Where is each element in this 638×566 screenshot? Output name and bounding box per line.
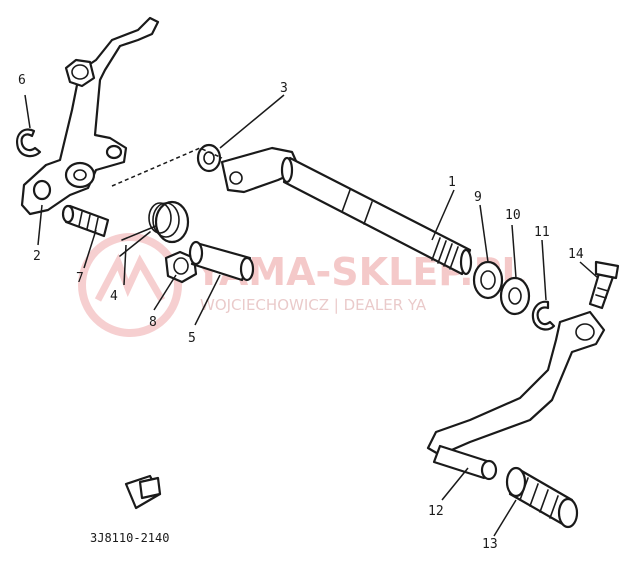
callout-4: 4 [110,289,118,304]
callout-6: 6 [18,73,26,88]
callout-8: 8 [149,315,157,330]
callout-10: 10 [505,208,521,223]
callout-3: 3 [280,81,288,96]
shift-shaft-1 [220,146,473,276]
callout-13: 13 [482,537,498,552]
shift-pedal-12 [426,310,606,481]
pin-bolt-7 [61,204,110,238]
callout-2: 2 [33,249,41,264]
callout-9: 9 [474,190,482,205]
nut-8 [164,250,198,284]
callout-12-wrapper: 14 [568,247,584,262]
callout-11: 11 [534,225,550,240]
callout-12: 12 [428,504,444,519]
washer-10 [499,276,531,316]
leader-lines [24,94,599,537]
oil-seal-9 [472,260,504,300]
collar-5 [188,240,255,282]
circlip-11 [531,300,556,331]
torsion-spring-4 [119,200,190,257]
diagram-code: 3J8110-2140 [90,531,169,545]
callout-7: 7 [76,271,84,286]
bolt-14 [588,260,620,310]
watermark-subtitle: WOJCIECHOWICZ | DEALER YA [200,296,427,314]
shift-lever-arm [20,16,160,216]
callout-labels: 1 2 3 4 5 6 7 8 9 10 11 14 12 13 [18,73,584,552]
washer-3 [196,143,222,173]
part-symbol-icon [124,474,162,510]
watermark-logo-mark [94,253,166,302]
callout-5: 5 [188,331,196,346]
pedal-rubber-13 [505,466,579,529]
callout-1: 1 [448,175,456,190]
circlip-6 [16,128,42,158]
